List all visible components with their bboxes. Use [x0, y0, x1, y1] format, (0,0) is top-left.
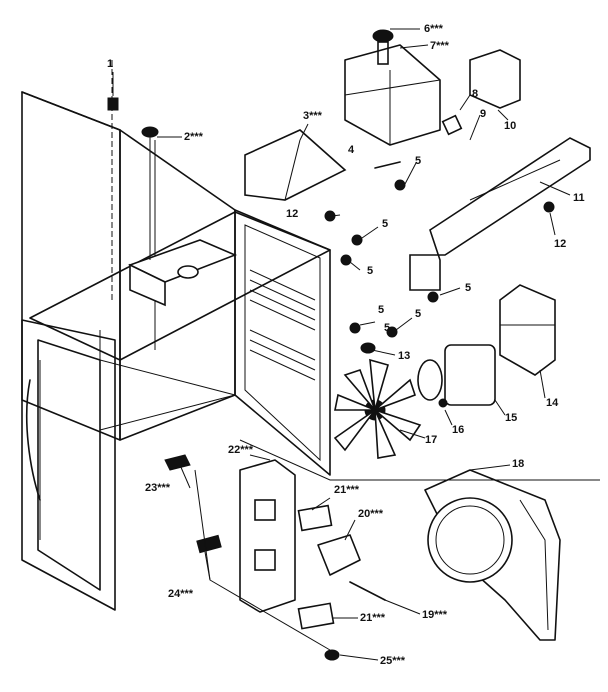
- cabinet-left-frame: [21, 319, 116, 611]
- leader-lines: [112, 28, 600, 661]
- part-14-bracket: [499, 284, 556, 376]
- callout-7: 7***: [430, 40, 449, 52]
- callout-14: 14: [546, 397, 559, 409]
- callout-5-b: 5: [382, 218, 389, 230]
- part-3-duct: [244, 129, 347, 201]
- callout-3: 3***: [303, 110, 322, 122]
- callout-5-g: 5: [384, 322, 391, 334]
- callout-9: 9: [480, 108, 487, 120]
- part-8-thermal: [441, 114, 463, 136]
- callout-11: 11: [573, 192, 585, 204]
- part-2-stirrer: [141, 126, 159, 260]
- callout-5-c: 5: [367, 265, 374, 277]
- cavity-outline: [29, 60, 331, 431]
- part-25-screw: [324, 649, 340, 661]
- part-4-pin: [374, 161, 401, 169]
- screws: [324, 179, 555, 408]
- rear-panel: [234, 209, 331, 476]
- callout-1: 1: [107, 58, 114, 70]
- callout-23: 23***: [145, 482, 171, 494]
- callout-19: 19***: [422, 609, 448, 621]
- callout-21-b: 21***: [360, 612, 386, 624]
- callout-13: 13: [398, 350, 411, 362]
- callout-15: 15: [505, 412, 518, 424]
- callout-21-a: 21***: [334, 484, 360, 496]
- part-22-switch-bracket: [239, 459, 296, 613]
- part-23-actuator: [164, 454, 191, 471]
- callout-18: 18: [512, 458, 525, 470]
- callout-17: 17: [425, 434, 438, 446]
- waveguide-box: [127, 239, 238, 307]
- callout-4: 4: [348, 144, 355, 156]
- part-18-fan-shroud: [424, 469, 561, 641]
- callout-5-f: 5: [415, 308, 422, 320]
- part-1-clip: [107, 97, 119, 111]
- part-24-latch: [196, 534, 222, 554]
- callout-5-e: 5: [378, 304, 385, 316]
- part-21-switch-upper: [297, 504, 333, 532]
- part-17-fan-blade: [333, 358, 422, 459]
- part-19-screw: [349, 581, 386, 601]
- callout-6: 6***: [424, 23, 443, 35]
- callout-24: 24***: [168, 588, 194, 600]
- part-15-fan-motor: [417, 344, 496, 406]
- callout-12-b: 12: [554, 238, 567, 250]
- part-21-switch-lower: [297, 602, 335, 630]
- callout-16: 16: [452, 424, 465, 436]
- part-13-washer: [360, 342, 376, 354]
- callout-5-d: 5: [465, 282, 472, 294]
- callout-10: 10: [504, 120, 517, 132]
- callout-25: 25***: [380, 655, 406, 667]
- callout-12-a: 12: [286, 208, 299, 220]
- magnetron: [344, 29, 441, 146]
- part-20-switch: [317, 534, 361, 576]
- callout-2: 2***: [184, 131, 203, 143]
- callout-5-a: 5: [415, 155, 422, 167]
- callout-8: 8: [472, 88, 479, 100]
- callout-22: 22***: [228, 444, 254, 456]
- callout-20: 20***: [358, 508, 384, 520]
- part-11-rail: [409, 137, 591, 291]
